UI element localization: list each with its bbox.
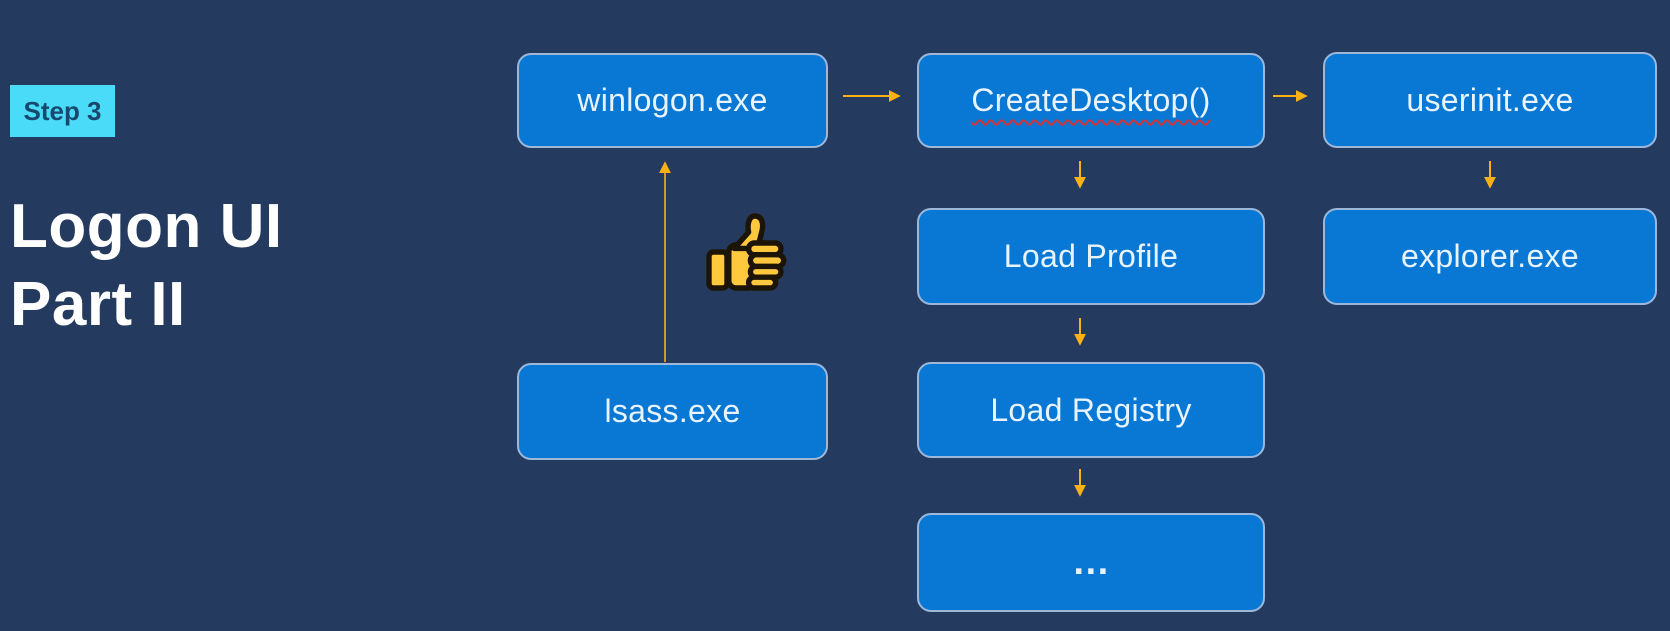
node-ellipsis: … [917,513,1265,612]
slide-title: Logon UI Part II [10,188,283,344]
node-createdesktop: CreateDesktop() [917,53,1265,148]
node-load-registry: Load Registry [917,362,1265,458]
node-explorer-exe: explorer.exe [1323,208,1657,305]
title-line-2: Part II [10,270,186,339]
title-line-1: Logon UI [10,192,283,261]
node-userinit-exe: userinit.exe [1323,52,1657,148]
node-lsass-exe: lsass.exe [517,363,828,460]
node-winlogon-exe: winlogon.exe [517,53,828,148]
node-load-profile: Load Profile [917,208,1265,305]
step-badge: Step 3 [10,85,115,137]
node-createdesktop-label: CreateDesktop() [971,82,1211,118]
thumbs-up-icon [706,213,787,291]
